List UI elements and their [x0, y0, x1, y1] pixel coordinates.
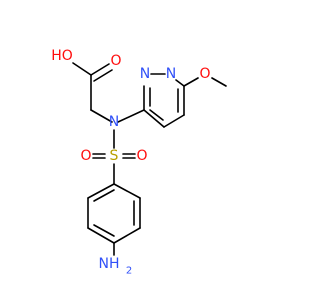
atom-methoxy-oxygen: O [199, 66, 210, 82]
benzene-bond-4 [87, 227, 115, 244]
bond-c-o-double-b [93, 69, 113, 82]
benzene-bond-1 [113, 183, 141, 199]
atom-carbonyl-oxygen: O [110, 53, 121, 69]
bond-o-ch3 [211, 77, 227, 87]
bond-layer [72, 62, 227, 256]
atom-sulfonyl-oxygen-left: O [80, 148, 91, 164]
benzene-bond-4-inner [93, 224, 115, 237]
bond-c-o-double-a [90, 63, 110, 76]
atom-ring-nitrogen-1: N [140, 66, 150, 82]
atom-layer: HO O N N O N O S O NH 2 [51, 48, 210, 277]
benzene-bond-3 [113, 227, 141, 244]
bond-n-ring [117, 109, 145, 123]
ring-bond-n1-c6 [175, 79, 185, 87]
bond-ch2-n [90, 109, 113, 123]
atom-sulfonyl-oxygen-right: O [136, 148, 147, 164]
molecule-structure: HO O N N O N O S O NH 2 [51, 48, 227, 277]
atom-hydroxyl: HO [51, 48, 73, 64]
ring-bond-c4-c3-inner [149, 109, 164, 121]
atom-amine-subscript: 2 [126, 266, 132, 277]
atom-amine-nitrogen: NH [99, 256, 120, 272]
ring-bond-c5-c4 [163, 114, 185, 128]
benzene-bond-6-inner [93, 189, 115, 202]
atom-sulfonamide-nitrogen: N [109, 114, 119, 130]
bond-c6-o [183, 77, 199, 87]
benzene-bond-6 [87, 183, 115, 199]
atom-sulfur: S [110, 148, 119, 164]
atom-ring-nitrogen-2: N [166, 66, 176, 82]
ring-bond-c4-c3 [143, 109, 165, 128]
bond-c-oh [72, 62, 92, 76]
